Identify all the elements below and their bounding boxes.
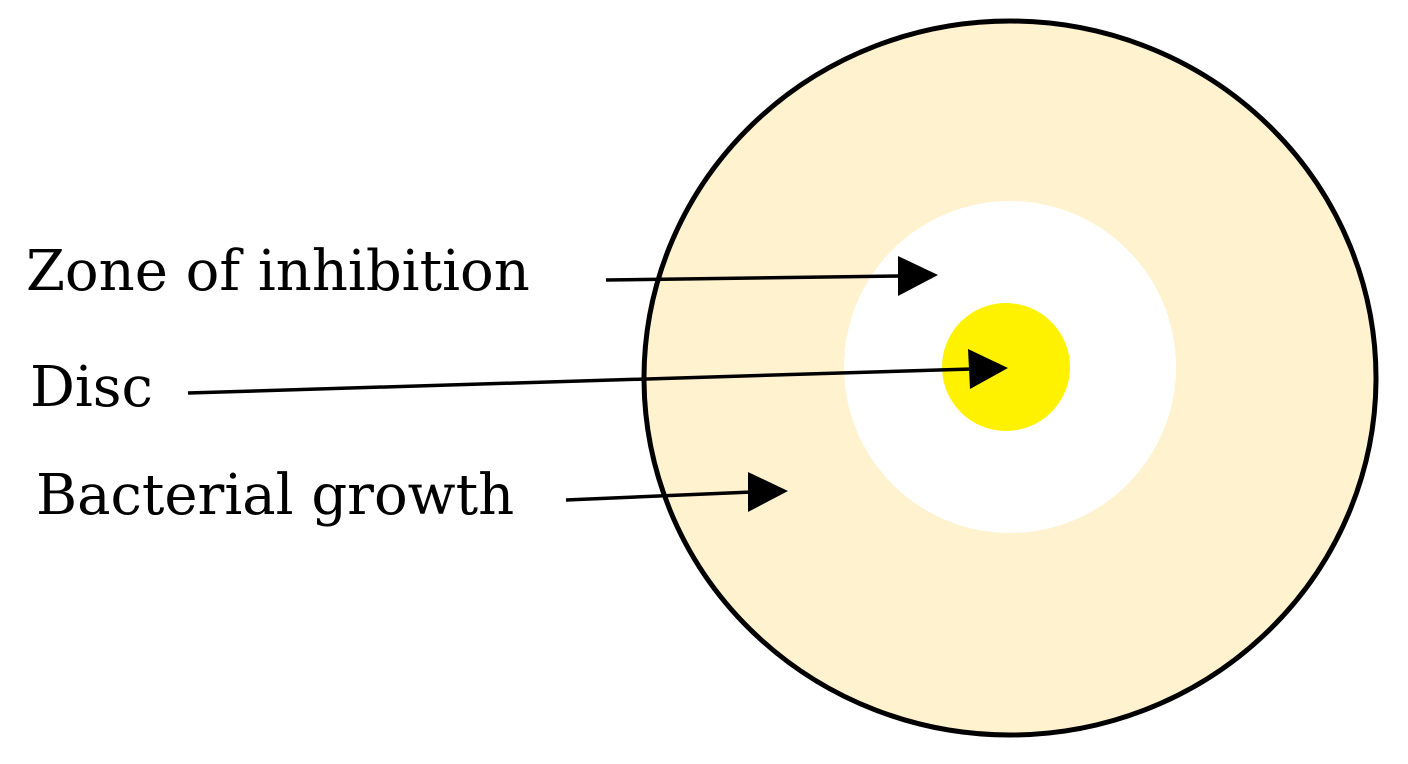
zone-of-inhibition-label: Zone of inhibition [26,239,530,304]
antibiotic-disc [942,303,1070,431]
disc-arrow [187,349,1008,395]
bacterial-growth-arrow [565,472,788,512]
zone-of-inhibition-arrow [605,256,938,296]
bacterial-growth-label: Bacterial growth [36,463,514,528]
disc-label: Disc [30,355,153,420]
